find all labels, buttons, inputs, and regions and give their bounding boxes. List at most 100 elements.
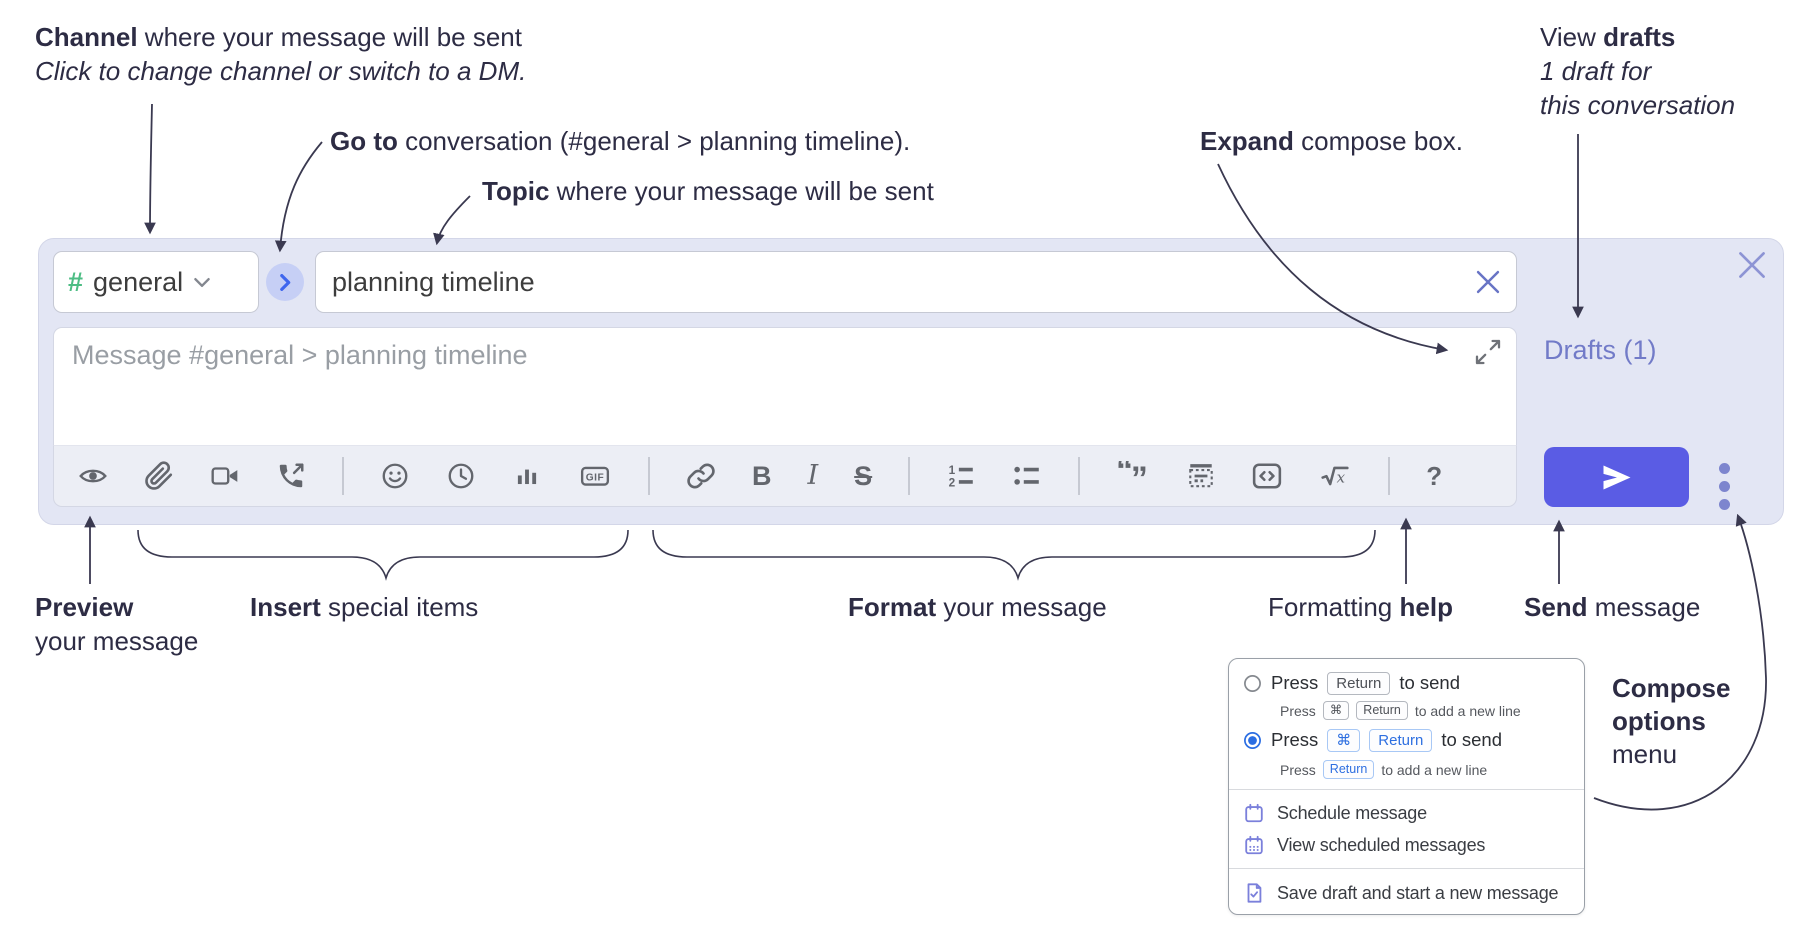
cmd-key: ⌘ [1327, 728, 1361, 752]
view-drafts-line1: View drafts [1540, 20, 1735, 54]
option2-press: Press [1271, 729, 1319, 750]
strikethrough-icon[interactable]: S [854, 461, 873, 491]
expand-annotation-rest: compose box. [1293, 126, 1464, 156]
video-call-icon[interactable] [210, 461, 240, 491]
option1-suffix: to send [1399, 672, 1461, 693]
gif-icon[interactable]: GIF [578, 461, 612, 491]
draft-document-icon [1247, 883, 1262, 903]
view-scheduled-messages-item[interactable]: View scheduled messages [1243, 829, 1570, 861]
arrow-channel [144, 103, 156, 235]
insert-annotation-bold: Insert [250, 592, 321, 622]
goto-annotation: Go to conversation (#general > planning … [330, 124, 910, 158]
send-annotation-bold: Send [1524, 592, 1588, 622]
option1-sub-suffix: to add a new line [1414, 702, 1521, 719]
compose-options-popup: Press Return to send Press ⌘ Return to a… [1228, 658, 1585, 915]
help-icon[interactable]: ? [1426, 461, 1443, 491]
view-drafts-line3: this conversation [1540, 90, 1736, 120]
go-to-conversation-button[interactable] [266, 263, 304, 301]
italic-icon[interactable]: I [807, 460, 819, 491]
format-annotation-bold: Format [848, 592, 937, 622]
emoji-icon[interactable] [380, 461, 410, 491]
arrow-goto [274, 141, 323, 253]
audio-call-icon[interactable] [276, 461, 306, 491]
popup-separator [1229, 789, 1584, 790]
topic-value: planning timeline [332, 266, 535, 297]
close-compose-button[interactable] [1736, 249, 1768, 281]
bulleted-list-icon[interactable] [1012, 461, 1042, 491]
svg-text:“: “ [1116, 461, 1133, 489]
expand-annotation: Expand compose box. [1200, 124, 1463, 158]
option2-sub-suffix: to add a new line [1381, 761, 1488, 778]
close-icon [1739, 252, 1765, 278]
send-icon [1603, 465, 1630, 489]
return-key: Return [1322, 760, 1375, 779]
preview-icon[interactable] [78, 461, 108, 491]
format-annotation-rest: your message [936, 592, 1107, 622]
return-key: Return [1327, 671, 1391, 695]
dot [1719, 481, 1730, 492]
goto-annotation-rest: conversation (#general > planning timeli… [397, 126, 911, 156]
compose-options-line1: Compose [1612, 673, 1731, 703]
goto-annotation-bold: Go to [330, 126, 398, 156]
radio-selected-icon[interactable] [1243, 731, 1262, 750]
send-shortcut-option-2[interactable]: Press ⌘ Return to send [1243, 723, 1570, 757]
toolbar-divider [342, 457, 344, 495]
brace-format-group [652, 529, 1376, 581]
format-annotation: Format your message [848, 590, 1107, 624]
attach-file-icon[interactable] [144, 461, 174, 491]
bold-icon[interactable]: B [752, 461, 772, 491]
preview-annotation-bold: Preview [35, 592, 134, 622]
expand-compose-icon[interactable] [1474, 338, 1502, 366]
calendar-icon [1245, 803, 1263, 823]
option1-press: Press [1271, 672, 1319, 693]
topic-annotation: Topic where your message will be sent [482, 174, 934, 208]
cmd-key: ⌘ [1322, 701, 1350, 720]
dot [1719, 499, 1730, 510]
save-draft-item[interactable]: Save draft and start a new message [1243, 876, 1570, 910]
brace-insert-group [137, 529, 629, 581]
message-textarea[interactable]: Message #general > planning timeline [53, 327, 1517, 445]
drafts-link[interactable]: Drafts (1) [1544, 335, 1657, 365]
return-key: Return [1356, 701, 1408, 720]
channel-annotation-line1: Channel where your message will be sent [35, 20, 526, 54]
send-shortcut-option-1[interactable]: Press Return to send [1243, 668, 1570, 698]
chevron-right-icon [279, 273, 290, 291]
return-key: Return [1369, 728, 1433, 752]
poll-icon[interactable] [512, 461, 542, 491]
send-button[interactable] [1544, 447, 1689, 507]
radio-unselected-icon[interactable] [1243, 674, 1262, 693]
schedule-message-item[interactable]: Schedule message [1243, 797, 1570, 829]
quote-icon[interactable]: “” [1116, 461, 1150, 491]
option1-sub-press: Press [1280, 702, 1316, 719]
compose-options-menu-button[interactable] [1719, 463, 1730, 510]
option2-sub-press: Press [1280, 761, 1316, 778]
formatting-help-bold: help [1399, 592, 1453, 622]
channel-annotation-bold: Channel [35, 22, 138, 52]
option2-suffix: to send [1441, 729, 1503, 750]
code-icon[interactable] [1252, 461, 1282, 491]
view-drafts-pre: View [1540, 22, 1604, 52]
clear-topic-icon[interactable] [1476, 270, 1500, 294]
svg-text:2: 2 [949, 477, 956, 490]
global-time-icon[interactable] [446, 461, 476, 491]
toolbar-divider [908, 457, 911, 495]
numbered-list-icon[interactable]: 12 [946, 461, 976, 491]
link-icon[interactable] [686, 461, 716, 491]
channel-annotation-rest: where your message will be sent [137, 22, 522, 52]
spoiler-icon[interactable] [1186, 461, 1216, 491]
dot [1719, 463, 1730, 474]
math-icon[interactable]: x [1318, 461, 1352, 491]
compose-options-annotation: Compose options menu [1612, 672, 1730, 771]
topic-annotation-rest: where your message will be sent [549, 176, 934, 206]
expand-annotation-bold: Expand [1200, 126, 1294, 156]
svg-text:x: x [1337, 468, 1346, 486]
chevron-down-icon [194, 277, 210, 287]
popup-separator [1229, 868, 1584, 869]
svg-text:1: 1 [949, 464, 956, 477]
channel-selector[interactable]: # general [53, 251, 259, 313]
schedule-message-label: Schedule message [1277, 802, 1427, 823]
compose-box: # general planning timeline Message #gen… [38, 238, 1784, 525]
topic-input[interactable]: planning timeline [315, 251, 1517, 313]
